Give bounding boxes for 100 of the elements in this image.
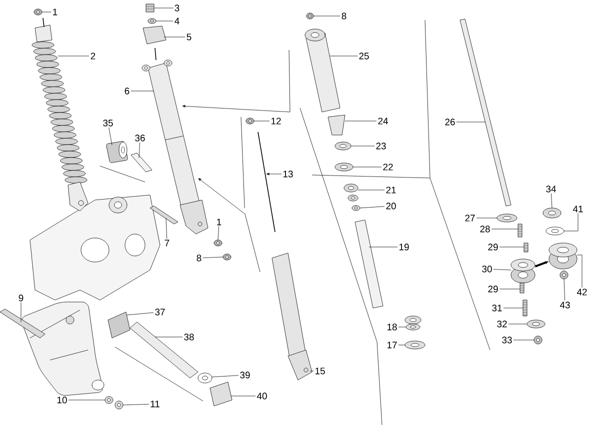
callout-number: 36 (135, 134, 145, 142)
leader-line (20, 302, 22, 322)
leader-line (398, 344, 406, 346)
leader-line (493, 269, 512, 270)
leader-line (564, 278, 566, 301)
leader-line (164, 36, 186, 38)
rod-drawing (460, 18, 512, 206)
stud-drawing (522, 300, 528, 316)
shaft-drawing (130, 322, 198, 378)
callout-number: 5 (186, 34, 192, 40)
bush-drawing (108, 312, 130, 338)
leader-line (344, 120, 377, 122)
assembly-arrow (198, 178, 260, 272)
callout-number: 30 (482, 266, 492, 272)
leader-line (108, 127, 112, 146)
callout-number: 4 (174, 18, 180, 24)
leader-line (576, 254, 582, 288)
nut-drawing (246, 118, 254, 124)
callout-number: 25 (359, 52, 369, 60)
tube-drawing (354, 220, 384, 308)
tube-drawing (304, 28, 340, 112)
pin-drawing (524, 242, 528, 252)
nut-drawing (560, 270, 568, 280)
pin-drawing (520, 282, 524, 294)
callout-number: 8 (342, 12, 346, 20)
callout-number: 29 (488, 244, 498, 250)
leader-line (368, 246, 398, 248)
rod-drawing (258, 132, 276, 232)
callout-number: 23 (376, 142, 386, 150)
leader-line (202, 256, 224, 258)
callout-number: 41 (572, 206, 583, 212)
leader-line (551, 193, 552, 208)
leader-line (499, 246, 524, 248)
callout-number: 43 (560, 302, 570, 308)
leader-line (491, 228, 518, 230)
leader-line (166, 218, 168, 239)
leader-line (154, 336, 183, 338)
callout-number: 17 (387, 342, 397, 348)
disc-drawing (542, 208, 562, 218)
callout-number: 29 (488, 286, 498, 292)
callout-number: 33 (502, 336, 512, 344)
leader-line (499, 288, 520, 290)
fork-leg-drawing (272, 252, 312, 380)
disc-drawing (334, 162, 354, 172)
callout-number: 1 (217, 218, 222, 226)
callout-number: 28 (480, 226, 490, 232)
callout-number: 13 (283, 170, 293, 178)
callout-number: 2 (90, 52, 96, 60)
bush-drawing (404, 316, 422, 330)
leader-line (352, 166, 382, 168)
callout-number: 38 (184, 334, 194, 340)
nut-drawing (534, 336, 542, 344)
nut-drawing (214, 240, 222, 246)
leader-line (218, 226, 219, 240)
callout-number: 24 (378, 118, 388, 124)
leader-line (266, 172, 282, 176)
sleeve-drawing (130, 152, 152, 172)
callout-number: 3 (174, 4, 180, 12)
callout-number: 10 (57, 396, 67, 404)
ring-drawing (352, 205, 360, 211)
nut-drawing (146, 4, 154, 12)
callout-number: 27 (465, 214, 475, 222)
disc-drawing (496, 214, 518, 222)
callout-number: 11 (150, 400, 160, 408)
leader-line (156, 20, 174, 22)
leader-line (122, 404, 150, 406)
callout-number: 8 (196, 254, 202, 262)
pulley-drawing (548, 242, 578, 270)
callout-number: 42 (576, 288, 587, 296)
callout-number: 7 (164, 240, 170, 246)
bolt-drawing (150, 206, 178, 224)
washer-drawing (104, 396, 114, 404)
bush-drawing (210, 382, 232, 406)
leader-line (398, 326, 406, 328)
callout-number: 15 (315, 368, 325, 374)
washer-drawing (148, 18, 156, 24)
callout-number: 39 (240, 372, 250, 378)
cone-drawing (328, 114, 346, 136)
leader-line (564, 213, 578, 232)
rubber-block-drawing (142, 26, 166, 44)
ring-drawing (198, 372, 212, 384)
nut-drawing (34, 8, 42, 16)
callout-number: 31 (492, 304, 502, 312)
callout-number: 20 (386, 202, 396, 210)
leader-line (310, 370, 314, 372)
washer-drawing (404, 340, 426, 350)
ring-drawing (546, 226, 564, 236)
leader-line (360, 206, 385, 208)
callout-number: 35 (103, 120, 113, 126)
callout-number: 19 (399, 244, 409, 250)
washer-drawing (526, 320, 546, 328)
leader-line (254, 120, 270, 122)
leader-line (212, 375, 239, 378)
callout-number: 9 (18, 294, 24, 302)
bush-drawing (344, 184, 358, 202)
leader-line (138, 142, 140, 158)
callout-number: 32 (497, 320, 507, 328)
spring-shock-drawing (32, 18, 88, 212)
callout-number: 21 (386, 186, 396, 194)
pulley-drawing (510, 258, 536, 284)
